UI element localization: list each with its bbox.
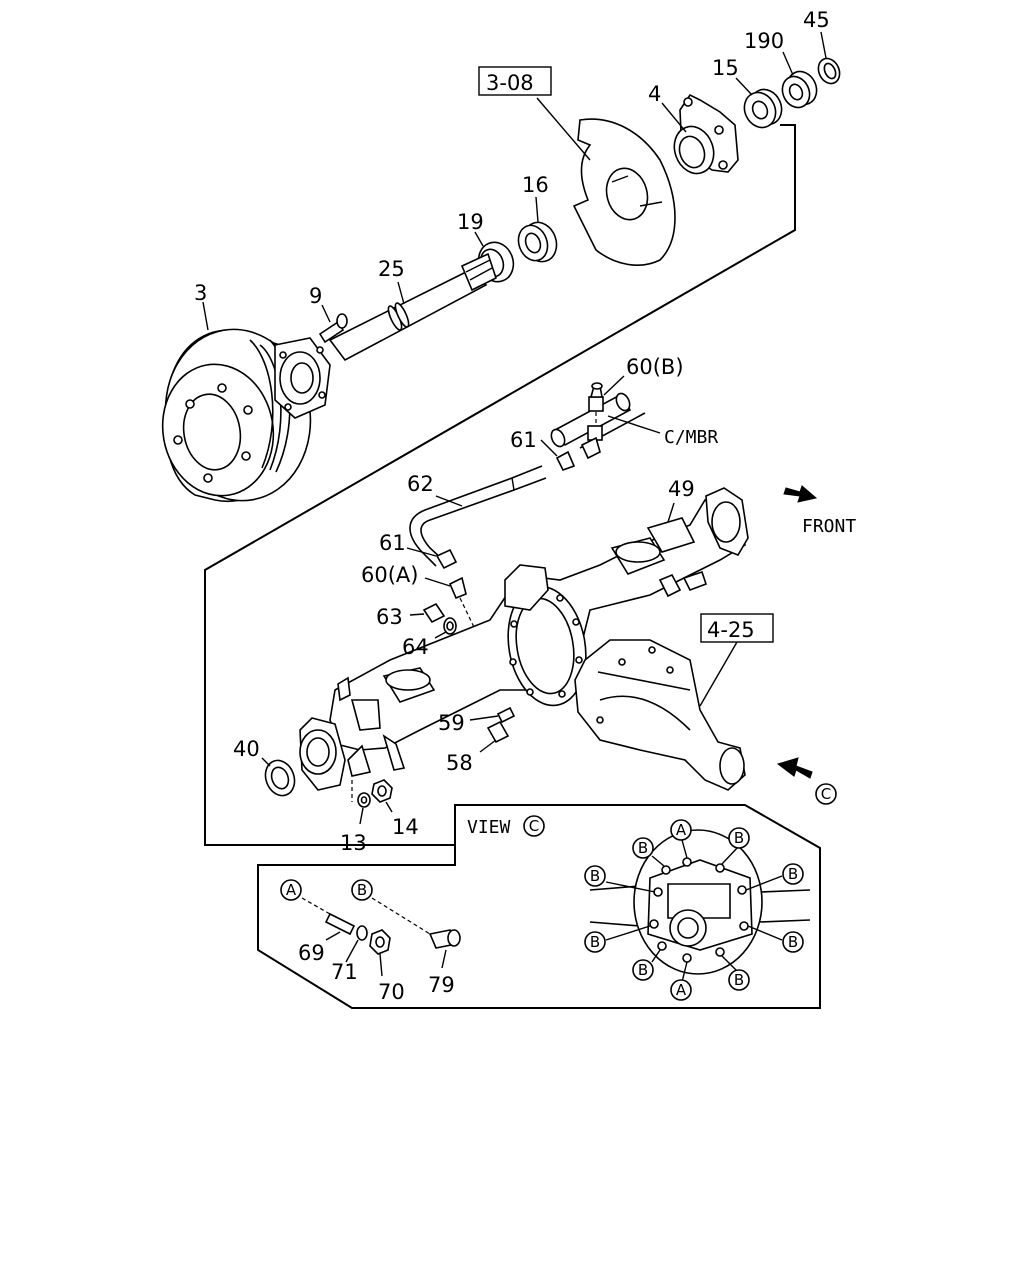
part-71-washer [345,925,368,963]
part-59-bleeder [469,706,516,724]
circled-b-legend: B [351,879,373,901]
label-part-45: 45 [803,8,830,32]
part-70-nut [369,929,391,977]
crossmember-tube [550,392,661,460]
label-part-59: 59 [438,711,465,735]
circle-letter: B [734,829,744,847]
part-hub-flange [274,337,331,419]
label-part-64: 64 [402,635,429,659]
label-part-61-upper: 61 [510,428,537,452]
circle-letter: B [638,839,648,857]
circle-letter: A [676,821,687,839]
view-c-circled-b-4: B [782,863,804,885]
view-c-carrier-face [589,829,811,983]
part-58-sensor [479,720,510,753]
part-4-25-differential-carrier [574,613,774,791]
label-part-61-lower: 61 [379,531,406,555]
label-ref-4-25: 4-25 [707,618,755,642]
view-c-circled-b-5: B [584,931,606,953]
part-3-08-backing-plate [478,66,676,266]
circled-a-legend: A [280,879,302,901]
label-part-70: 70 [378,980,405,1004]
circle-letter: A [286,881,297,899]
label-part-25: 25 [378,257,405,281]
label-front: FRONT [802,516,856,537]
view-c-circled-b-2: B [632,837,654,859]
label-part-58: 58 [446,751,473,775]
ref-box-3-08 [478,66,552,96]
part-4-bearing-housing [661,93,739,175]
part-61-hose-clip-upper [540,439,576,471]
label-cmbr: C/MBR [664,427,718,448]
part-64-washer [434,617,457,639]
circle-letter: B [638,961,648,979]
label-part-13: 13 [340,831,367,855]
circle-letter: B [357,881,367,899]
assembly-outline [204,124,821,1009]
part-15-bearing [735,77,783,129]
part-axle-housing [299,487,749,791]
part-40-oil-seal [261,757,296,797]
view-c-circled-b-6: B [782,931,804,953]
circle-letter: B [788,865,798,883]
circled-c-arrow: C [815,783,837,805]
label-part-9: 9 [309,284,322,308]
part-13-washer [351,780,371,825]
label-ref-3-08: 3-08 [486,71,534,95]
circled-c-view: C [523,815,545,837]
part-25-axle-shaft [328,252,497,362]
front-arrow-icon [783,485,818,503]
circle-letter: C [529,817,539,835]
label-part-19: 19 [457,210,484,234]
label-part-14: 14 [392,815,419,839]
label-part-190: 190 [744,29,784,53]
view-c-circled-b-7: B [632,959,654,981]
label-part-60a: 60(A) [361,563,418,587]
label-part-40: 40 [233,737,260,761]
part-45-snap-ring [817,31,841,85]
label-part-4: 4 [648,82,661,106]
circle-letter: B [788,933,798,951]
label-part-16: 16 [522,173,549,197]
part-63-filler-plug [409,602,446,624]
label-part-62: 62 [407,472,434,496]
part-60b-breather [588,375,625,426]
view-c-arrow-icon [776,757,813,779]
view-c-circled-a-bottom: A [670,979,692,1001]
circle-letter: C [821,785,831,803]
part-9-hub-bolt [318,304,348,344]
label-part-71: 71 [331,960,358,984]
view-c-circled-a-top: A [670,819,692,841]
label-part-60b: 60(B) [626,355,684,379]
part-62-breather-hose [409,465,547,567]
circle-letter: B [734,971,744,989]
part-14-nut [371,779,393,813]
circle-letter: B [590,867,600,885]
circle-letter: B [590,933,600,951]
label-part-79: 79 [428,973,455,997]
label-part-49: 49 [668,477,695,501]
label-view: VIEW [467,817,511,838]
view-c-circled-b-1: B [728,827,750,849]
label-part-15: 15 [712,56,739,80]
part-79-bolt [371,897,461,969]
view-c-circled-b-8: B [728,969,750,991]
part-190-bearing [781,51,818,109]
view-c-circled-b-3: B [584,865,606,887]
label-part-3: 3 [194,281,207,305]
label-part-63: 63 [376,605,403,629]
part-16-oil-seal [517,196,558,263]
label-part-69: 69 [298,941,325,965]
circle-letter: A [676,981,687,999]
part-61-hose-clip-lower [406,547,458,570]
part-69-stud [301,897,356,941]
